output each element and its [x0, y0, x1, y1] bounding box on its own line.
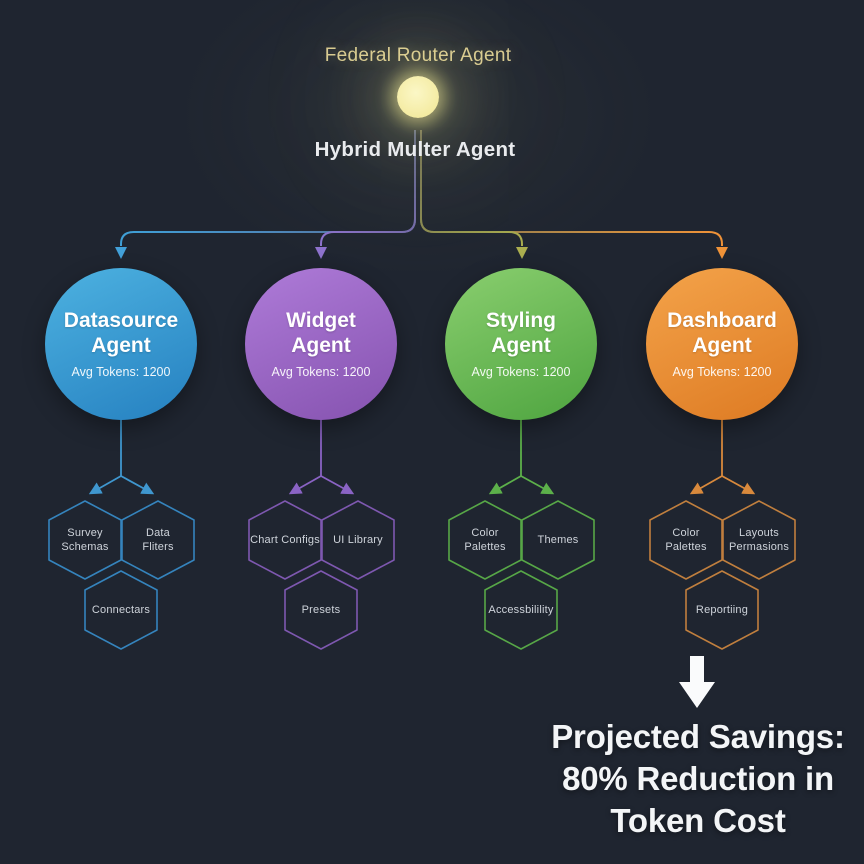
agent-name: Widget Agent: [286, 309, 356, 357]
dashboard-child-lines: [689, 420, 756, 495]
agent-node-widget: Widget Agent Avg Tokens: 1200: [245, 268, 397, 420]
savings-line-3: Token Cost: [610, 801, 786, 839]
router-arrowheads: [115, 247, 728, 259]
savings-line-2: 80% Reduction in: [562, 759, 834, 797]
agent-token-stat: Avg Tokens: 1200: [71, 364, 171, 379]
hex-label-reporting: Reportiing: [695, 603, 749, 616]
widget-child-lines: [288, 420, 355, 495]
widget-hexagons: [248, 500, 395, 650]
agent-token-stat: Avg Tokens: 1200: [471, 364, 571, 379]
router-branch-lines: [120, 130, 723, 246]
datasource-hexagons: [48, 500, 195, 650]
datasource-child-lines: [88, 420, 155, 495]
dashboard-hexagons: [649, 500, 796, 650]
agent-token-stat: Avg Tokens: 1200: [672, 364, 772, 379]
hub-agent-title: Hybrid Multer Agent: [314, 138, 516, 161]
agent-node-dashboard: Dashboard Agent Avg Tokens: 1200: [646, 268, 798, 420]
agent-name: Dashboard Agent: [667, 309, 777, 357]
hex-label-color-palettes: Color Palettes: [464, 526, 506, 553]
agent-name: Styling Agent: [485, 309, 556, 357]
projected-savings-text: Projected Savings: 80% Reduction in Toke…: [520, 716, 864, 842]
hex-label-data-fliters: Data Fliters: [142, 526, 174, 553]
hex-label-layouts-permissions: Layouts Permasions: [728, 526, 790, 553]
hex-label-presets: Presets: [301, 603, 341, 616]
savings-down-arrow-icon: [679, 656, 715, 708]
hex-label-connectars: Connectars: [91, 603, 151, 616]
agent-node-datasource: Datasource Agent Avg Tokens: 1200: [45, 268, 197, 420]
agent-token-stat: Avg Tokens: 1200: [271, 364, 371, 379]
hex-label-survey-schemas: Survey Schemas: [61, 526, 109, 553]
hex-label-ui-library: UI Library: [333, 533, 383, 546]
styling-hexagons: [448, 500, 595, 650]
router-hub-glow-icon: [397, 76, 439, 118]
styling-child-lines: [488, 420, 555, 495]
router-agent-title: Federal Router Agent: [324, 45, 512, 66]
hex-label-accessibility: Accessbilility: [488, 603, 554, 616]
agent-name: Datasource Agent: [63, 309, 179, 357]
hex-label-chart-configs: Chart Configs: [250, 533, 320, 546]
agent-node-styling: Styling Agent Avg Tokens: 1200: [445, 268, 597, 420]
hex-label-themes: Themes: [537, 533, 579, 546]
savings-line-1: Projected Savings:: [551, 718, 845, 755]
hex-label-color-palettes-2: Color Palettes: [665, 526, 707, 553]
